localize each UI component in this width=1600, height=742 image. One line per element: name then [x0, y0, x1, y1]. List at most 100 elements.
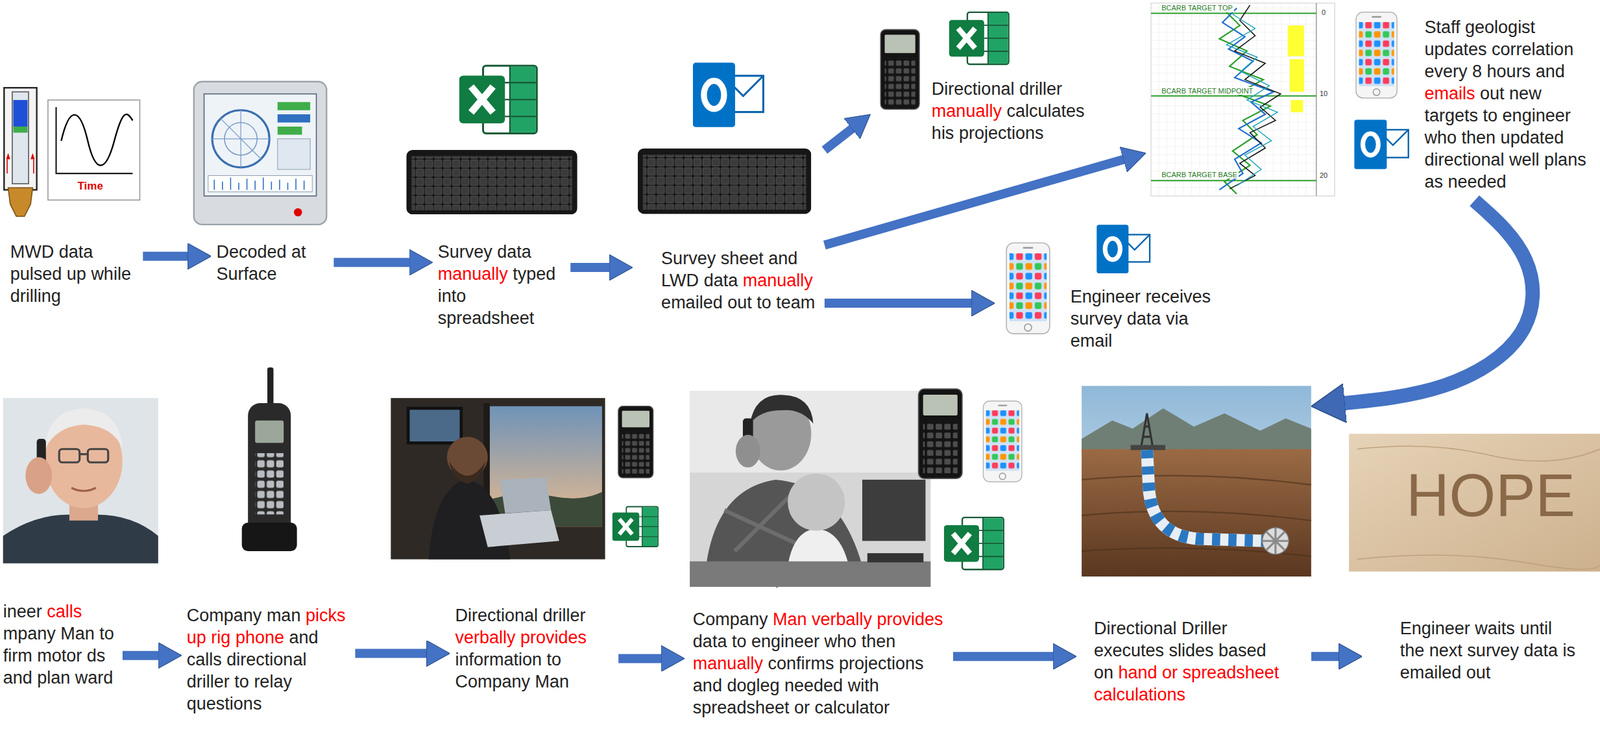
outlook-icon [1096, 224, 1150, 274]
word: provides [520, 627, 587, 647]
word [261, 605, 267, 625]
process-step: Directional driller verbally provides in… [454, 604, 614, 695]
word: Decoded [216, 242, 287, 262]
block-arrow [1311, 651, 1346, 661]
word [1518, 640, 1525, 660]
decoder-display [212, 110, 270, 168]
word: relay [253, 671, 292, 691]
word: motor [36, 645, 82, 666]
rig-phone [247, 402, 291, 536]
word [530, 671, 536, 691]
step-text: Directional driller verbally provides in… [454, 604, 614, 693]
correlation-log [1289, 59, 1305, 92]
pulse-graph [55, 107, 133, 174]
word: geologist [1465, 17, 1536, 37]
word [1456, 127, 1462, 148]
mwd-tool [12, 91, 29, 183]
word: receives [1145, 286, 1211, 307]
word: Directional [931, 79, 1015, 99]
word [1176, 618, 1182, 638]
process-step: Directional driller manually calculates … [875, 25, 1107, 146]
word: Driller [1181, 618, 1228, 638]
process-step: Company Man verbally provides data to en… [689, 607, 948, 721]
process-step: Staff geologist updates correlation ever… [1151, 3, 1593, 196]
excel-icon [459, 65, 538, 134]
word [763, 653, 769, 673]
word: emailed [1400, 662, 1462, 682]
word [1557, 640, 1564, 660]
word [1504, 149, 1510, 170]
block-arrow [824, 124, 858, 151]
image-label: BCARB TARGET MIDPOINT [1160, 86, 1255, 96]
word [771, 292, 777, 313]
word: sheet [720, 248, 764, 268]
word: then [861, 631, 897, 651]
correlation-log [1226, 14, 1278, 186]
word: data [1523, 640, 1558, 660]
word: up [186, 627, 207, 647]
step-text: Survey data manually typed into spreadsh… [437, 240, 566, 329]
step-text: Company Man verbally provides data to en… [692, 607, 948, 719]
word: as [1424, 171, 1443, 192]
word: via [1165, 308, 1189, 329]
word: driller [186, 671, 230, 691]
block-arrow [333, 257, 416, 267]
rig-phone [242, 367, 298, 551]
word: hand [1117, 662, 1157, 682]
rig-phone [267, 367, 274, 409]
word [779, 675, 786, 695]
word: calculates [1006, 101, 1085, 121]
block-arrow [824, 157, 1131, 246]
word: Surface [216, 264, 277, 284]
word: into [437, 286, 467, 306]
word [42, 601, 48, 621]
word: needed [1448, 171, 1507, 192]
drilling-section [1261, 527, 1289, 555]
image-label: BCARB TARGET BASE [1160, 170, 1239, 180]
step-text: Survey sheet and LWD data manually email… [661, 247, 820, 314]
mwd-tool [8, 187, 34, 217]
word [1160, 308, 1166, 329]
engineer-photo [3, 397, 159, 564]
word [1177, 662, 1183, 682]
word: driller [1019, 79, 1063, 99]
word: his [931, 123, 955, 143]
word: projections [838, 653, 924, 673]
phone [982, 400, 1022, 483]
word: verbally [811, 609, 873, 629]
calculator [618, 406, 654, 478]
word: drilling [10, 286, 61, 306]
word: slides [1169, 640, 1214, 660]
word [537, 605, 544, 625]
word: who [824, 631, 858, 651]
word: information [454, 649, 542, 669]
driller-photo [408, 408, 462, 443]
word: and [768, 248, 798, 268]
rig-phone [254, 420, 284, 444]
process-step: Survey data manually typed into spreadsh… [437, 240, 566, 332]
word: and [289, 627, 319, 647]
word [953, 123, 959, 143]
word: out [1466, 662, 1491, 682]
word: plan [36, 667, 71, 688]
correlation-log [1151, 3, 1317, 196]
word [53, 242, 60, 262]
image-label: 20 [1318, 171, 1329, 180]
word: updated [1500, 127, 1565, 148]
word: Engineer [1070, 286, 1141, 307]
word: and [1535, 61, 1565, 82]
word [249, 671, 255, 691]
word: MWD [10, 242, 54, 262]
word: then [1461, 127, 1497, 148]
keyboard [406, 149, 577, 215]
word: at [291, 242, 307, 262]
word: emailed [661, 292, 723, 313]
word: calls [46, 601, 82, 621]
step-text: Company man picks up rig phone and calls… [186, 604, 351, 715]
engineer-photo [25, 456, 52, 494]
word: data [692, 631, 728, 651]
company-man-photo [735, 434, 761, 468]
word: well [1509, 149, 1540, 170]
pulse-graph [48, 99, 141, 200]
word: or [794, 697, 810, 717]
